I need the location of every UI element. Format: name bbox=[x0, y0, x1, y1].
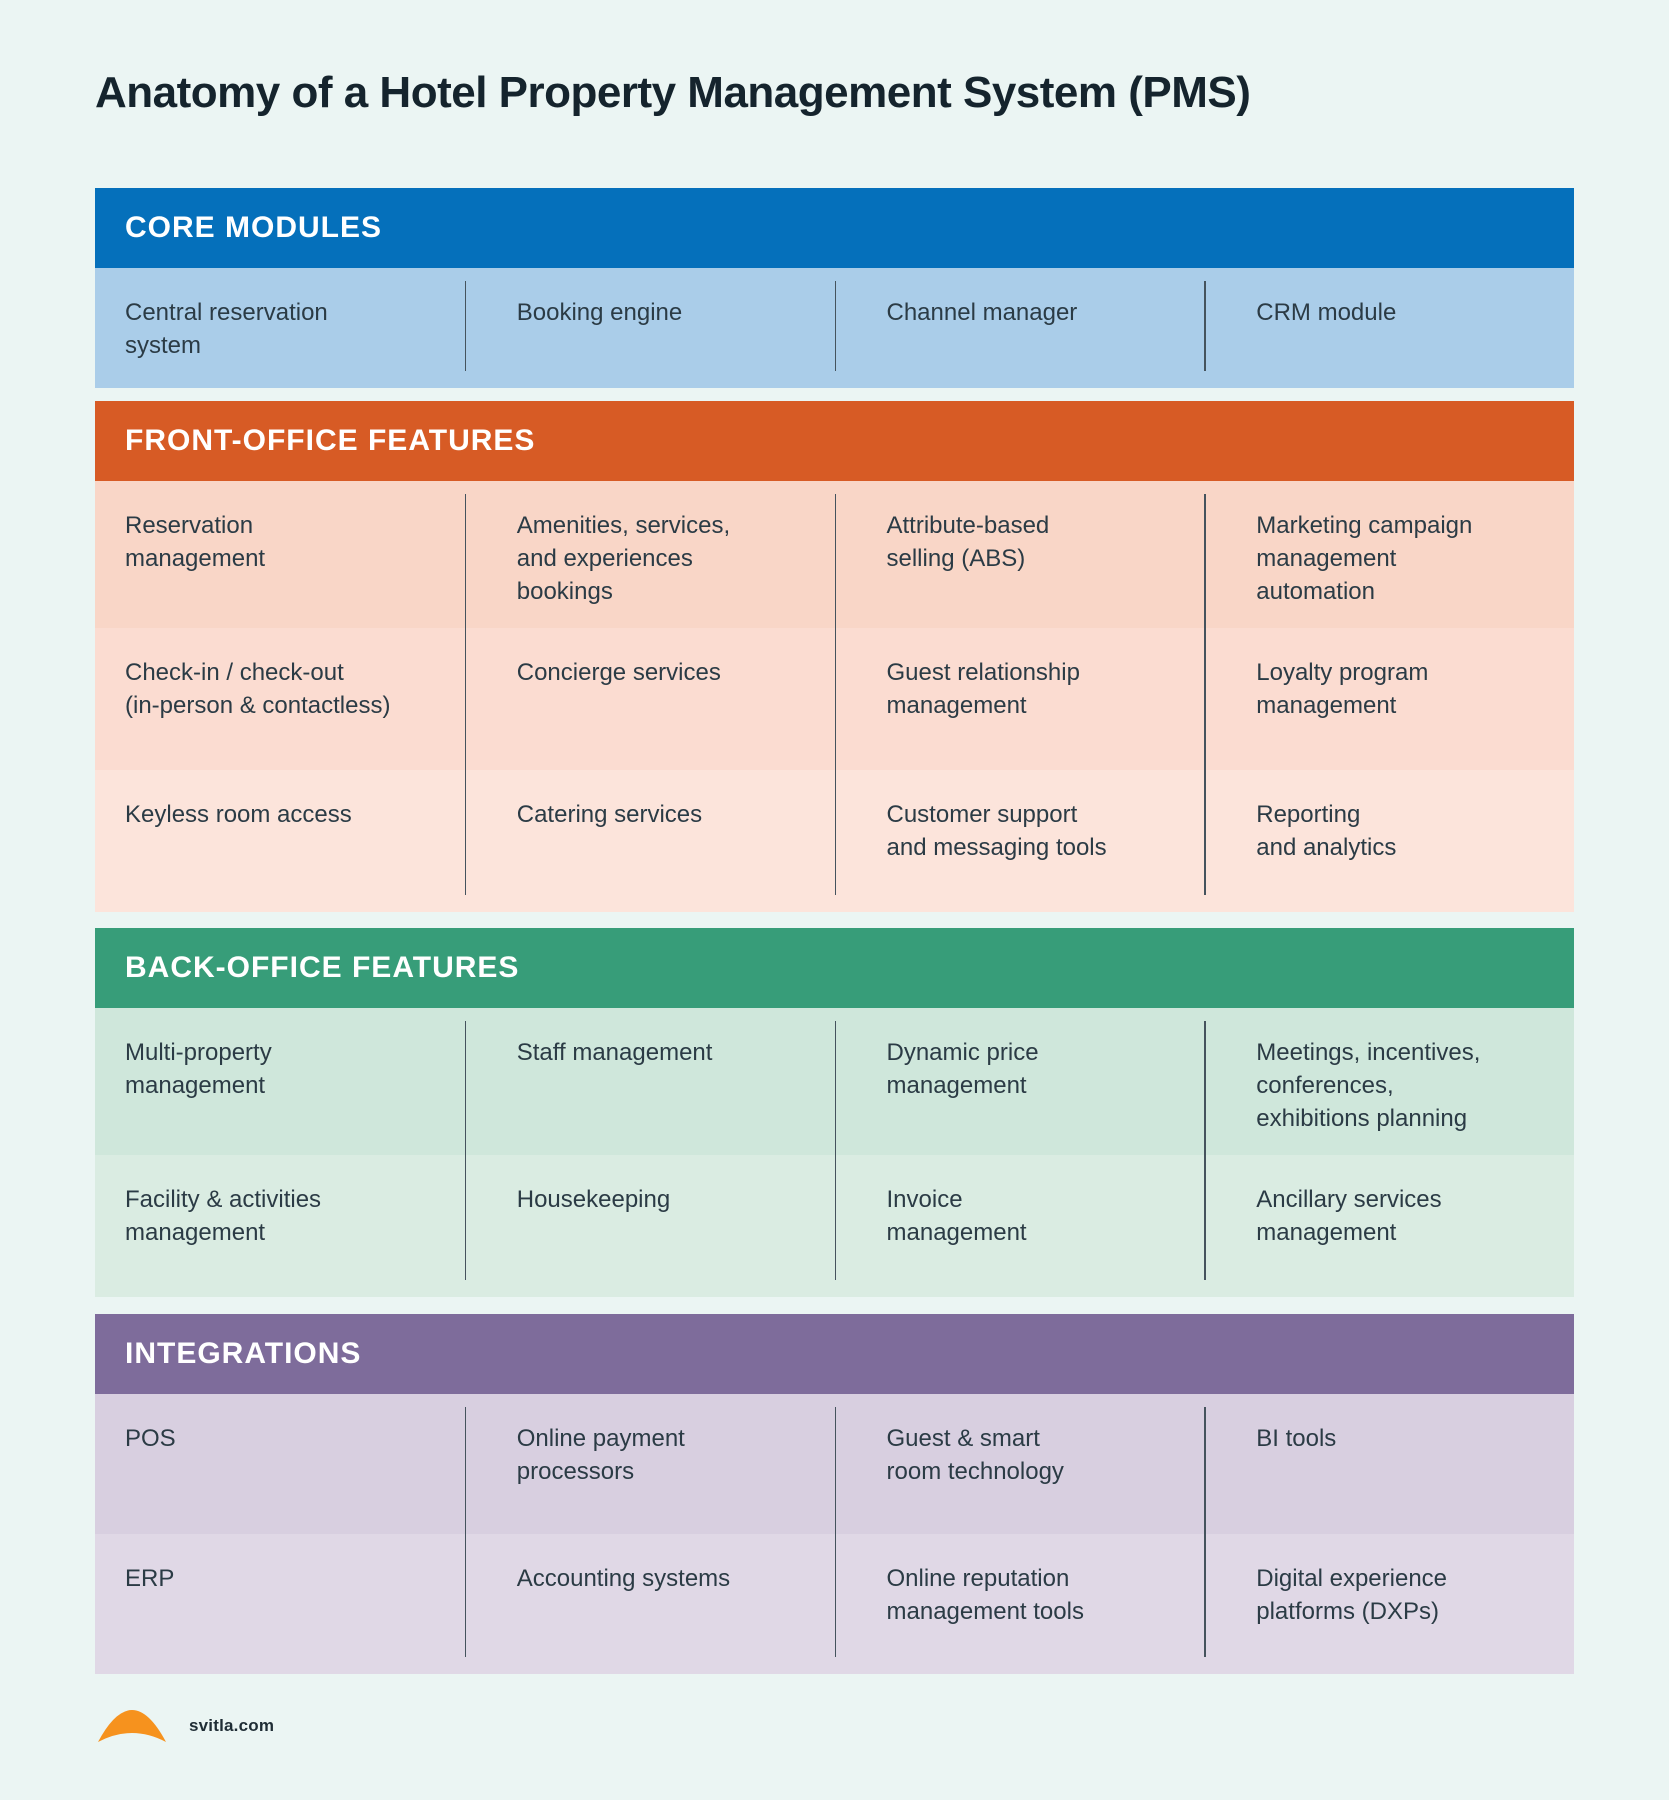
feature-cell: Online payment processors bbox=[516, 1425, 685, 1485]
feature-cell: BI tools bbox=[1256, 1425, 1337, 1452]
feature-cell: Meetings, incentives, conferences, exhib… bbox=[1256, 1039, 1481, 1132]
feature-cell: Guest & smart room technology bbox=[886, 1425, 1064, 1485]
feature-cell: ERP bbox=[125, 1565, 175, 1592]
feature-cell: Customer support and messaging tools bbox=[886, 801, 1107, 861]
feature-cell: POS bbox=[125, 1425, 176, 1452]
feature-cell: Multi-property management bbox=[125, 1039, 272, 1099]
column-divider bbox=[1204, 281, 1206, 371]
page-title: Anatomy of a Hotel Property Management S… bbox=[95, 68, 1251, 117]
feature-cell: Booking engine bbox=[516, 299, 683, 326]
column-divider bbox=[464, 281, 467, 371]
feature-cell: Dynamic price management bbox=[886, 1039, 1039, 1099]
section-body-integrations: POS Online payment processors Guest & smar… bbox=[95, 1394, 1574, 1674]
column-divider bbox=[834, 281, 836, 371]
sections-container: CORE MODULES Central reservation system Bo… bbox=[95, 188, 1574, 1674]
section-header-core-modules: CORE MODULES bbox=[95, 188, 1574, 268]
column-divider bbox=[834, 1407, 836, 1657]
section-body-back-office: Multi-property management Staff managemen… bbox=[95, 1008, 1574, 1297]
section-header-integrations: INTEGRATIONS bbox=[95, 1314, 1574, 1394]
section-title: CORE MODULES bbox=[125, 211, 383, 244]
section-integrations: INTEGRATIONS POS Online payment processors… bbox=[95, 1314, 1574, 1674]
feature-cell: Check-in / check-out (in-person & contac… bbox=[125, 659, 391, 719]
feature-cell: Ancillary services management bbox=[1256, 1186, 1442, 1246]
column-divider bbox=[834, 1021, 836, 1280]
feature-cell: Facility & activities management bbox=[125, 1186, 322, 1246]
section-header-front-office: FRONT-OFFICE FEATURES bbox=[95, 401, 1574, 481]
feature-cell: Marketing campaign management automation bbox=[1256, 512, 1473, 605]
section-header-back-office: BACK-OFFICE FEATURES bbox=[95, 928, 1574, 1008]
feature-cell: Channel manager bbox=[886, 299, 1078, 326]
feature-cell: Concierge services bbox=[516, 659, 721, 686]
feature-cell: CRM module bbox=[1256, 299, 1397, 326]
feature-cell: Reporting and analytics bbox=[1256, 801, 1397, 861]
section-front-office: FRONT-OFFICE FEATURES Reservation managem… bbox=[95, 401, 1574, 912]
footer: svitla.com bbox=[96, 1708, 274, 1744]
svitla-fan-icon bbox=[98, 1710, 166, 1742]
feature-cell: Online reputation management tools bbox=[886, 1565, 1084, 1625]
feature-cell: Catering services bbox=[516, 801, 703, 828]
feature-cell: Reservation management bbox=[125, 512, 266, 572]
column-divider bbox=[1204, 494, 1206, 895]
feature-cell: Central reservation system bbox=[125, 299, 328, 359]
section-core-modules: CORE MODULES Central reservation system Bo… bbox=[95, 188, 1574, 388]
column-divider bbox=[464, 1021, 467, 1280]
column-divider bbox=[464, 1407, 467, 1657]
section-title: BACK-OFFICE FEATURES bbox=[125, 951, 520, 984]
feature-cell: Invoice management bbox=[886, 1186, 1027, 1246]
feature-cell: Housekeeping bbox=[516, 1186, 671, 1213]
section-back-office: BACK-OFFICE FEATURES Multi-property manag… bbox=[95, 928, 1574, 1297]
feature-cell: Accounting systems bbox=[516, 1565, 731, 1592]
feature-cell: Amenities, services, and experiences boo… bbox=[516, 512, 731, 605]
feature-cell: Keyless room access bbox=[125, 801, 352, 828]
section-body-front-office: Reservation management Amenities, service… bbox=[95, 481, 1574, 912]
site-label: svitla.com bbox=[189, 1716, 275, 1735]
column-divider bbox=[464, 494, 467, 895]
feature-cell: Staff management bbox=[516, 1039, 713, 1066]
feature-cell: Guest relationship management bbox=[886, 659, 1080, 719]
column-divider bbox=[1204, 1407, 1206, 1657]
column-divider bbox=[834, 494, 836, 895]
section-body-core-modules: Central reservation system Booking engine… bbox=[95, 268, 1574, 388]
feature-cell: Attribute-based selling (ABS) bbox=[886, 512, 1050, 572]
column-divider bbox=[1204, 1021, 1206, 1280]
section-title: INTEGRATIONS bbox=[125, 1337, 362, 1370]
feature-cell: Loyalty program management bbox=[1256, 659, 1429, 719]
section-title: FRONT-OFFICE FEATURES bbox=[125, 424, 536, 457]
feature-cell: Digital experience platforms (DXPs) bbox=[1256, 1565, 1448, 1625]
